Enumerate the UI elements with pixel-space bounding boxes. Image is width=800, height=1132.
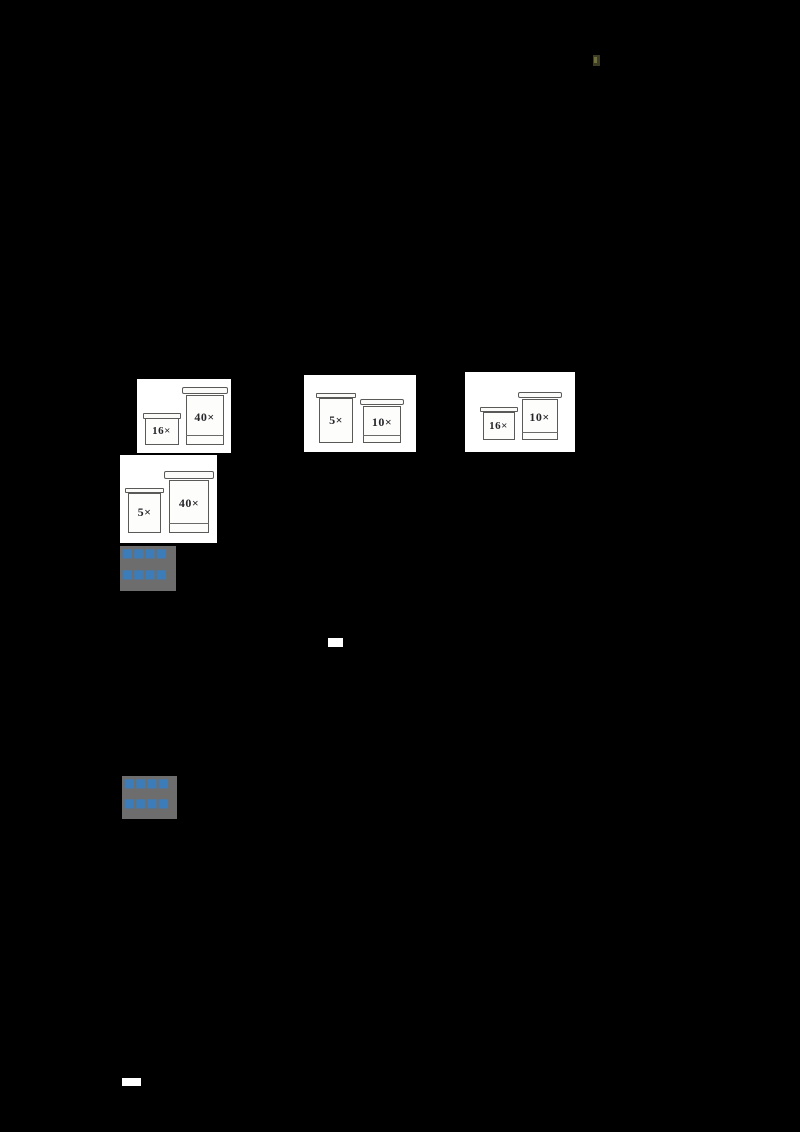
vessel-base-band [363,435,401,439]
vessel-body [363,406,401,443]
vessel-body [521,399,558,440]
magnification-label: 10× [371,414,393,429]
magnification-label: 10× [529,409,550,424]
vessel-base-band [521,432,558,436]
vessel-cap [164,471,214,479]
objective-vessel-tall-40x: 40× [181,387,228,445]
vessel-base-band [169,523,209,528]
highlighted-answer-text-upper: ■■■■ ■■■■ [120,546,176,591]
image-panel-objective-16x-10x: 16× 10× [465,372,575,452]
highlighted-answer-text-lower: ■■■■ ■■■■ [122,776,177,819]
objective-vessel-short-5x: 5× [125,488,164,533]
olive-marker-top-right [593,55,600,66]
magnification-label: 16× [152,425,171,437]
image-panel-objective-5x-40x: 5× 40× [120,455,217,543]
white-marker-bottom [122,1078,141,1086]
objective-vessel-short-16x: 16× [479,407,518,440]
image-panel-objective-5x-10x: 5× 10× [304,375,416,452]
olive-marker-inner [594,57,597,63]
vessel-body [185,395,224,445]
magnification-label: 40× [194,409,215,424]
text-line: ■■■■ [124,776,170,790]
vessel-cap [360,399,404,405]
vessel-cap [479,407,518,412]
vessel-cap [181,387,228,394]
text-line: ■■■■ [122,566,168,581]
vessel-body [169,480,209,533]
text-line: ■■■■ [122,546,168,560]
magnification-label: 5× [137,505,152,519]
vessel-body [319,398,353,443]
objective-vessel-tall-10x: 10× [360,399,404,443]
vessel-cap [125,488,164,493]
magnification-label: 40× [178,495,200,510]
objective-vessel-short-5x: 5× [316,393,356,443]
vessel-body [144,418,179,445]
image-panel-objective-16x-40x: 16× 40× [137,379,231,453]
vessel-base-band [185,435,224,440]
white-marker-middle [328,638,343,647]
magnification-label: 16× [489,419,508,432]
objective-vessel-tall-40x: 40× [164,471,214,533]
vessel-body [128,493,161,533]
magnification-label: 5× [329,412,343,427]
text-line: ■■■■ [124,795,170,810]
vessel-body [482,412,515,440]
objective-vessel-short-16x: 16× [142,413,181,445]
vessel-cap [517,392,562,398]
vessel-cap [316,393,356,398]
objective-vessel-tall-10x: 10× [517,392,562,440]
